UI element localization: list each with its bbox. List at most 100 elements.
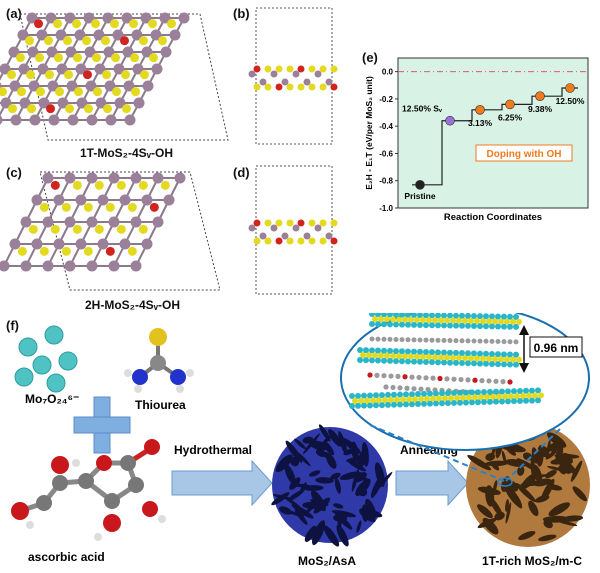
cluster-ball xyxy=(44,325,64,345)
lattice-1t-top-view xyxy=(0,12,229,141)
s-atom xyxy=(101,36,110,46)
mo-atom xyxy=(31,194,43,206)
thiourea-molecule xyxy=(124,328,194,393)
mo-atom xyxy=(108,172,120,184)
caption-1t: 1T-MoS₂-4Sᵥ-OH xyxy=(80,146,174,160)
mo-atom xyxy=(113,63,125,75)
mo-atom xyxy=(64,216,76,228)
annotation-text: Doping with OH xyxy=(487,149,562,160)
mo-atom xyxy=(178,12,190,24)
y-axis-label: E₂H - E₁T (eV/per MoS₂ unit) xyxy=(364,76,374,190)
s-atom xyxy=(72,19,81,29)
arrow-hydrothermal xyxy=(171,459,273,507)
data-point xyxy=(535,91,545,101)
mo-atom xyxy=(114,97,126,109)
s-atom xyxy=(17,87,26,97)
s-atom xyxy=(72,224,82,234)
s-atom xyxy=(149,53,158,63)
mo-atom xyxy=(9,80,21,92)
s-atom xyxy=(158,36,167,46)
s-atom xyxy=(131,87,140,97)
energy-step-line xyxy=(412,87,578,186)
s-atom xyxy=(28,224,38,234)
mo-atom xyxy=(105,114,117,126)
s-atom xyxy=(7,70,16,80)
s-atom xyxy=(148,19,157,29)
mo-atom xyxy=(169,29,181,41)
s-atom xyxy=(55,87,64,97)
mo-atom xyxy=(64,260,76,272)
mo-atom xyxy=(18,63,30,75)
mo-atom xyxy=(10,114,22,126)
mo-atom xyxy=(56,63,68,75)
ascorbic-acid-molecule xyxy=(11,439,166,541)
mo-atom xyxy=(46,46,58,58)
mo-atom xyxy=(163,194,175,206)
o-atom xyxy=(149,202,159,212)
o-atom xyxy=(46,104,55,114)
label-thiourea: Thiourea xyxy=(135,398,186,412)
s-atom xyxy=(139,36,148,46)
data-point xyxy=(475,105,485,115)
mo-atom xyxy=(119,194,131,206)
zoom-ellipse xyxy=(340,313,590,451)
mo-atom xyxy=(19,97,31,109)
cell-box-b xyxy=(255,7,333,145)
mo-atom xyxy=(142,80,154,92)
s-atom xyxy=(102,70,111,80)
o-atom xyxy=(34,19,43,29)
mo-atom xyxy=(86,172,98,184)
s-atom xyxy=(73,53,82,63)
s-atom xyxy=(8,104,17,114)
s-atom xyxy=(16,53,25,63)
annotation-box xyxy=(475,144,573,162)
zoom-line xyxy=(369,424,505,482)
s-atom xyxy=(160,180,170,190)
s-atom xyxy=(84,104,93,114)
mo-atom xyxy=(133,97,145,109)
mo-atom xyxy=(42,172,54,184)
s-atom xyxy=(61,246,71,256)
mo-atom xyxy=(0,97,12,109)
mo-atom xyxy=(112,29,124,41)
mo-atom xyxy=(17,29,29,41)
mo-atom xyxy=(86,114,98,126)
mo-atom xyxy=(141,238,153,250)
mo-atom xyxy=(67,114,79,126)
mo-atom xyxy=(84,46,96,58)
cluster-ball xyxy=(58,351,78,371)
mo-atom xyxy=(76,97,88,109)
label-product: 1T-rich MoS₂/m-C xyxy=(482,554,582,568)
o-atom xyxy=(120,36,129,46)
mo-atom xyxy=(48,114,60,126)
s-atom xyxy=(0,87,7,97)
mo-atom xyxy=(0,260,10,272)
s-atom xyxy=(64,70,73,80)
mo-atom xyxy=(66,80,78,92)
mo-atom xyxy=(37,63,49,75)
panel-label-b: (b) xyxy=(233,6,250,21)
mo-atom xyxy=(20,260,32,272)
mo-atom xyxy=(65,46,77,58)
mo-atom xyxy=(86,216,98,228)
s-atom xyxy=(138,180,148,190)
mo-atom xyxy=(174,172,186,184)
s-atom xyxy=(92,53,101,63)
mo-atom xyxy=(57,97,69,109)
caption-2h: 2H-MoS₂-4Sᵥ-OH xyxy=(85,298,181,312)
s-atom xyxy=(167,19,176,29)
data-point xyxy=(415,180,425,190)
mo-atom xyxy=(130,260,142,272)
s-atom xyxy=(39,202,49,212)
zoom-line xyxy=(505,428,561,482)
mo-atom xyxy=(119,238,131,250)
nitrogen-atom xyxy=(132,369,148,385)
x-axis-label: Reaction Coordinates xyxy=(444,212,542,223)
mo-atom xyxy=(122,46,134,58)
s-atom xyxy=(140,70,149,80)
s-atom xyxy=(25,36,34,46)
zoom-target xyxy=(497,477,513,487)
mo-atom xyxy=(97,194,109,206)
data-label: Pristine xyxy=(404,191,435,201)
